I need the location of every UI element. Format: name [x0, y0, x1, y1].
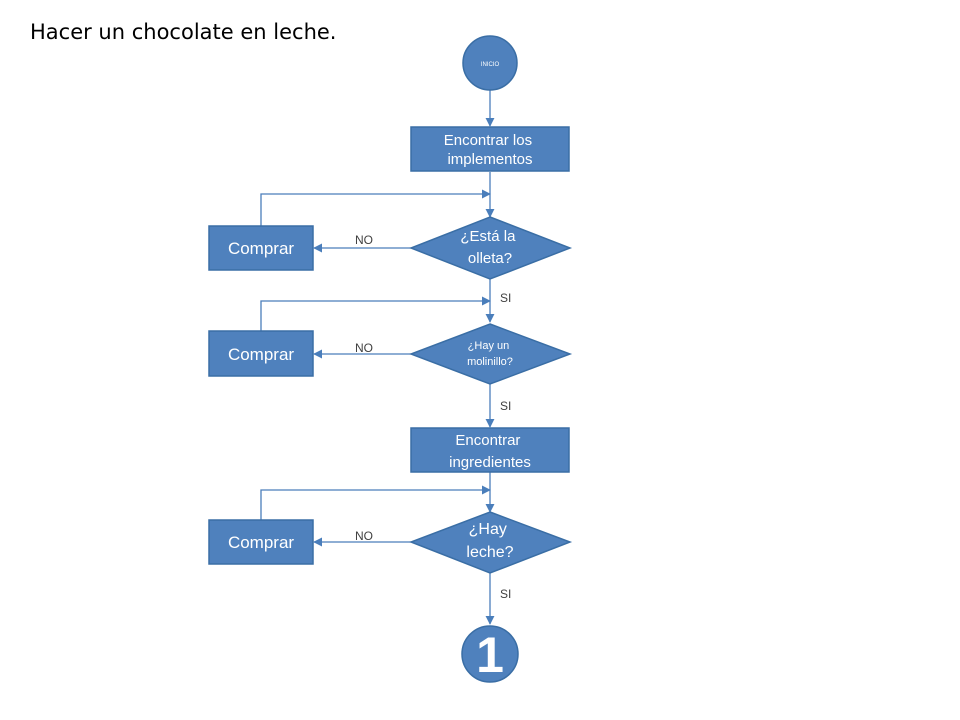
question-pot-line-1: ¿Está la: [460, 228, 516, 245]
find-ingredients-line-2: ingredientes: [449, 454, 531, 471]
connector-label: 1: [476, 627, 504, 683]
question-whisk-line-2: molinillo?: [467, 356, 513, 368]
connectors: [260, 90, 495, 625]
question-pot-line-2: olleta?: [468, 250, 512, 267]
question-milk-node: ¿Hay leche?: [408, 511, 573, 574]
edge-buy-1-loop: [260, 189, 491, 226]
buy-label-3: Comprar: [228, 533, 294, 552]
edge-buy-2-loop: [260, 296, 491, 331]
find-tools-line-2: implementos: [447, 151, 532, 168]
find-ingredients-label: Encontrar ingredientes: [449, 432, 531, 471]
question-whisk-line-1: ¿Hay un: [468, 340, 510, 352]
find-tools-box: [410, 126, 570, 172]
question-whisk-node: ¿Hay un molinillo?: [408, 323, 573, 385]
find-ingredients-node: Encontrar ingredientes: [410, 427, 570, 473]
buy-label-1: Comprar: [228, 239, 294, 258]
buy-node-2: Comprar: [208, 330, 314, 377]
find-ingredients-line-1: Encontrar: [455, 432, 520, 449]
buy-box-1: [208, 225, 314, 271]
question-milk-diamond: [408, 511, 573, 574]
question-milk-label: ¿Hay leche?: [466, 521, 513, 561]
question-whisk-label: ¿Hay un molinillo?: [467, 340, 513, 368]
question-whisk-diamond: [408, 323, 573, 385]
question-pot-diamond: [408, 216, 573, 280]
buy-box-3: [208, 519, 314, 565]
edge-label-no-2: NO: [355, 341, 373, 355]
buy-node-1: Comprar: [208, 225, 314, 271]
find-ingredients-box: [410, 427, 570, 473]
start-node: INICIO: [462, 35, 518, 91]
edge-label-yes-1: SI: [500, 291, 511, 305]
buy-box-2: [208, 330, 314, 377]
edge-label-yes-3: SI: [500, 587, 511, 601]
question-milk-line-1: ¿Hay: [469, 521, 507, 538]
connector-circle: [461, 625, 519, 683]
question-pot-label: ¿Está la olleta?: [460, 228, 519, 267]
start-label: INICIO: [481, 62, 500, 68]
question-milk-line-2: leche?: [466, 544, 513, 561]
question-pot-node: ¿Está la olleta?: [408, 216, 573, 280]
start-circle: [462, 35, 518, 91]
find-tools-line-1: Encontrar los: [444, 132, 532, 149]
edge-label-yes-2: SI: [500, 399, 511, 413]
edge-buy-3-loop: [260, 485, 491, 520]
buy-label-2: Comprar: [228, 345, 294, 364]
page-title: Hacer un chocolate en leche.: [30, 20, 337, 44]
find-tools-node: Encontrar los implementos: [410, 126, 570, 172]
edge-label-no-3: NO: [355, 529, 373, 543]
connector-node: 1: [461, 625, 519, 683]
buy-node-3: Comprar: [208, 519, 314, 565]
find-tools-label: Encontrar los implementos: [444, 132, 537, 168]
edge-label-no-1: NO: [355, 233, 373, 247]
